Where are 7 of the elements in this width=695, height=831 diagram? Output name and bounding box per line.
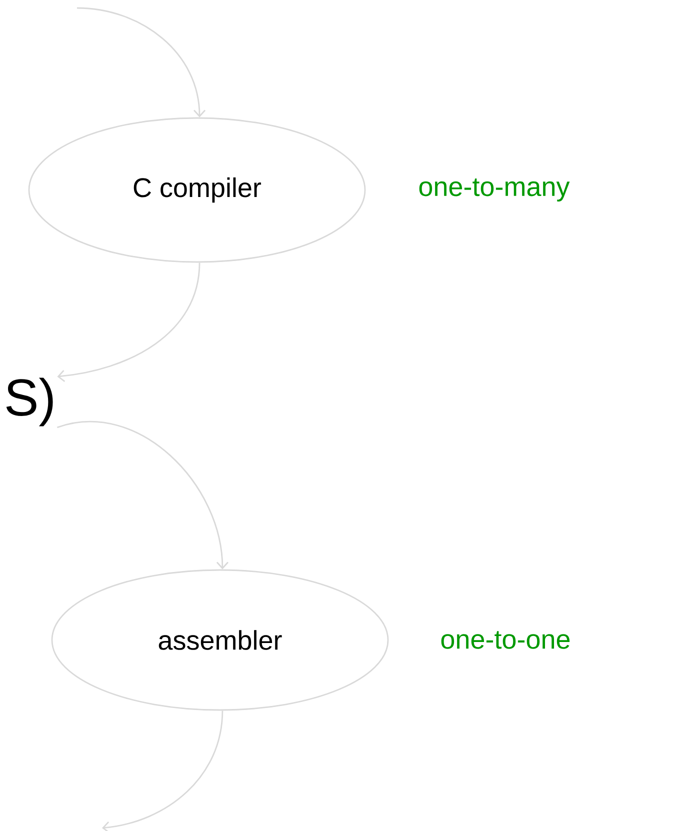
partial-text: S) [6, 378, 53, 426]
curved-arrow [57, 421, 228, 570]
curved-arrow [76, 7, 206, 118]
ratio-label: one-to-many [419, 178, 570, 202]
curved-arrow [102, 710, 224, 831]
ratio-label: one-to-one [441, 631, 570, 649]
curved-arrow [57, 262, 200, 382]
